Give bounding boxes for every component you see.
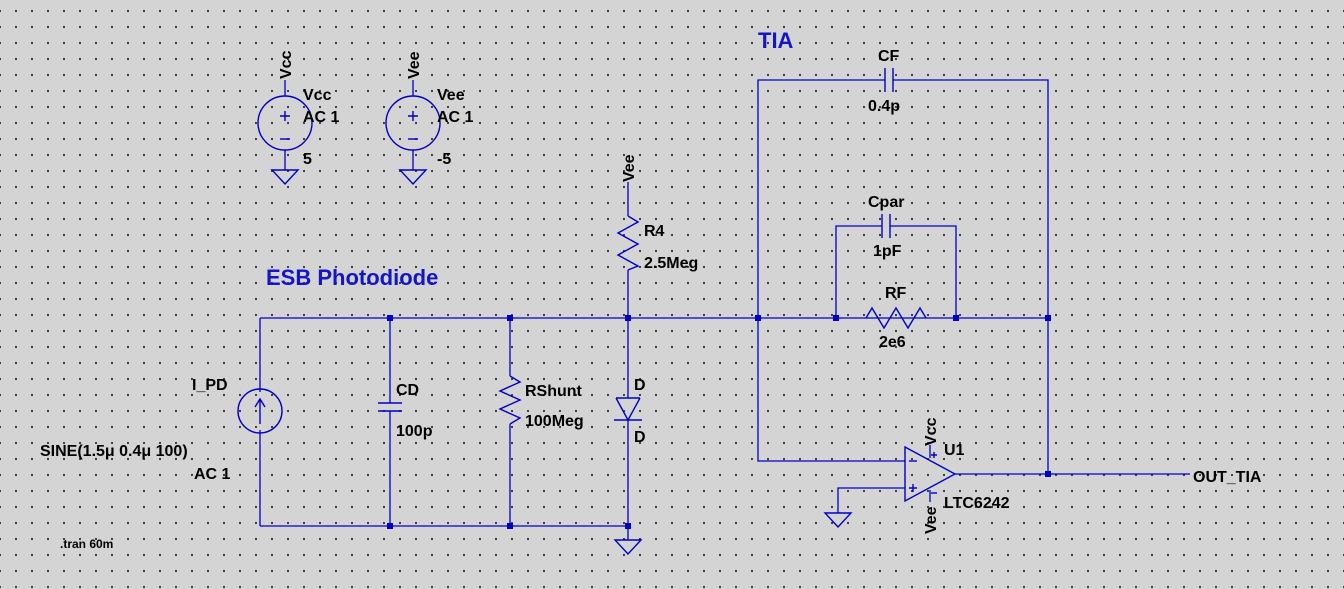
vee-source-ac: AC 1	[437, 109, 474, 126]
junction-dot	[387, 315, 393, 321]
tia-title: TIA	[758, 28, 794, 53]
r4-value: 2.5Meg	[644, 255, 698, 272]
ground-symbols	[270, 169, 853, 556]
ground-icon[interactable]	[613, 539, 643, 556]
rf-value: 2e6	[879, 334, 906, 351]
rf-resistor-icon[interactable]	[865, 306, 927, 330]
vee-net-label: Vee	[406, 51, 423, 79]
wire-cf-loop[interactable]	[757, 79, 1049, 318]
vcc-source-ac: AC 1	[303, 109, 340, 126]
junction-dot	[387, 523, 393, 529]
rshunt-resistor-icon[interactable]	[498, 375, 522, 425]
voltage-source-icon[interactable]	[385, 95, 441, 151]
current-source-icon[interactable]	[237, 388, 283, 434]
cf-capacitor-icon[interactable]	[884, 68, 894, 92]
noninverting-input-plus-icon	[909, 484, 917, 492]
junction-dot	[833, 315, 839, 321]
diode-value: D	[634, 429, 646, 446]
vcc-source-value: 5	[303, 151, 312, 168]
opamp-vcc-label: Vcc	[923, 417, 940, 446]
junctions	[387, 315, 1051, 529]
cf-name: CF	[878, 48, 900, 65]
cpar-name: Cpar	[868, 194, 904, 211]
ground-icon[interactable]	[823, 512, 853, 529]
plus-sign-icon	[280, 111, 290, 121]
r4-net-label: Vee	[621, 154, 638, 182]
wire-inverting-input[interactable]	[757, 318, 905, 462]
wire-noninverting-ground[interactable]	[837, 487, 905, 513]
plus-sign-icon	[408, 111, 418, 121]
i-pd-ac: AC 1	[194, 466, 231, 483]
junction-dot	[625, 523, 631, 529]
vee-source[interactable]	[385, 95, 441, 151]
junction-dot	[953, 315, 959, 321]
opamp-u1[interactable]	[904, 445, 957, 503]
i-pd-value: SINE(1.5μ 0.4μ 100)	[40, 443, 188, 460]
arrow-up-icon	[254, 397, 266, 424]
rshunt-name: RShunt	[525, 383, 583, 400]
diode-name: D	[634, 377, 646, 394]
diode-icon[interactable]	[614, 397, 642, 422]
ground-icon[interactable]	[398, 169, 428, 186]
wire-cpar-loop[interactable]	[835, 225, 957, 318]
r4-name: R4	[644, 223, 665, 240]
cd-value: 100p	[396, 423, 433, 440]
junction-dot	[625, 315, 631, 321]
i-pd-name: I_PD	[192, 377, 228, 394]
junction-dot	[1045, 315, 1051, 321]
cf-value: 0.4p	[868, 98, 900, 115]
opamp-model: LTC6242	[944, 495, 1010, 512]
vcc-net-label: Vcc	[278, 50, 295, 79]
junction-dot	[507, 523, 513, 529]
rf-name: RF	[885, 285, 907, 302]
wires	[259, 79, 1190, 540]
i-pd-source[interactable]	[237, 388, 283, 434]
vee-source-value: -5	[437, 151, 451, 168]
out-tia-label: OUT_TIA	[1193, 469, 1262, 486]
vcc-source[interactable]	[257, 95, 313, 151]
voltage-source-icon[interactable]	[257, 95, 313, 151]
cpar-capacitor-icon[interactable]	[881, 214, 891, 238]
ground-icon[interactable]	[270, 169, 300, 186]
vcc-source-name: Vcc	[303, 87, 332, 104]
opamp-name: U1	[944, 442, 965, 459]
tran-directive[interactable]: .tran 60m	[60, 537, 113, 551]
cpar-value: 1pF	[873, 243, 902, 260]
opamp-triangle-icon[interactable]	[904, 445, 957, 503]
cd-name: CD	[396, 382, 419, 399]
photodiode-title: ESB Photodiode	[266, 265, 438, 290]
junction-dot	[755, 315, 761, 321]
cd-capacitor-icon[interactable]	[378, 402, 402, 412]
r4-resistor-icon[interactable]	[616, 215, 640, 271]
rshunt-value: 100Meg	[525, 413, 584, 430]
junction-dot	[507, 315, 513, 321]
supply-plus-icon	[931, 452, 937, 458]
opamp-vee-label: Vee	[923, 506, 940, 534]
junction-dot	[1045, 471, 1051, 477]
vee-source-name: Vee	[437, 87, 465, 104]
